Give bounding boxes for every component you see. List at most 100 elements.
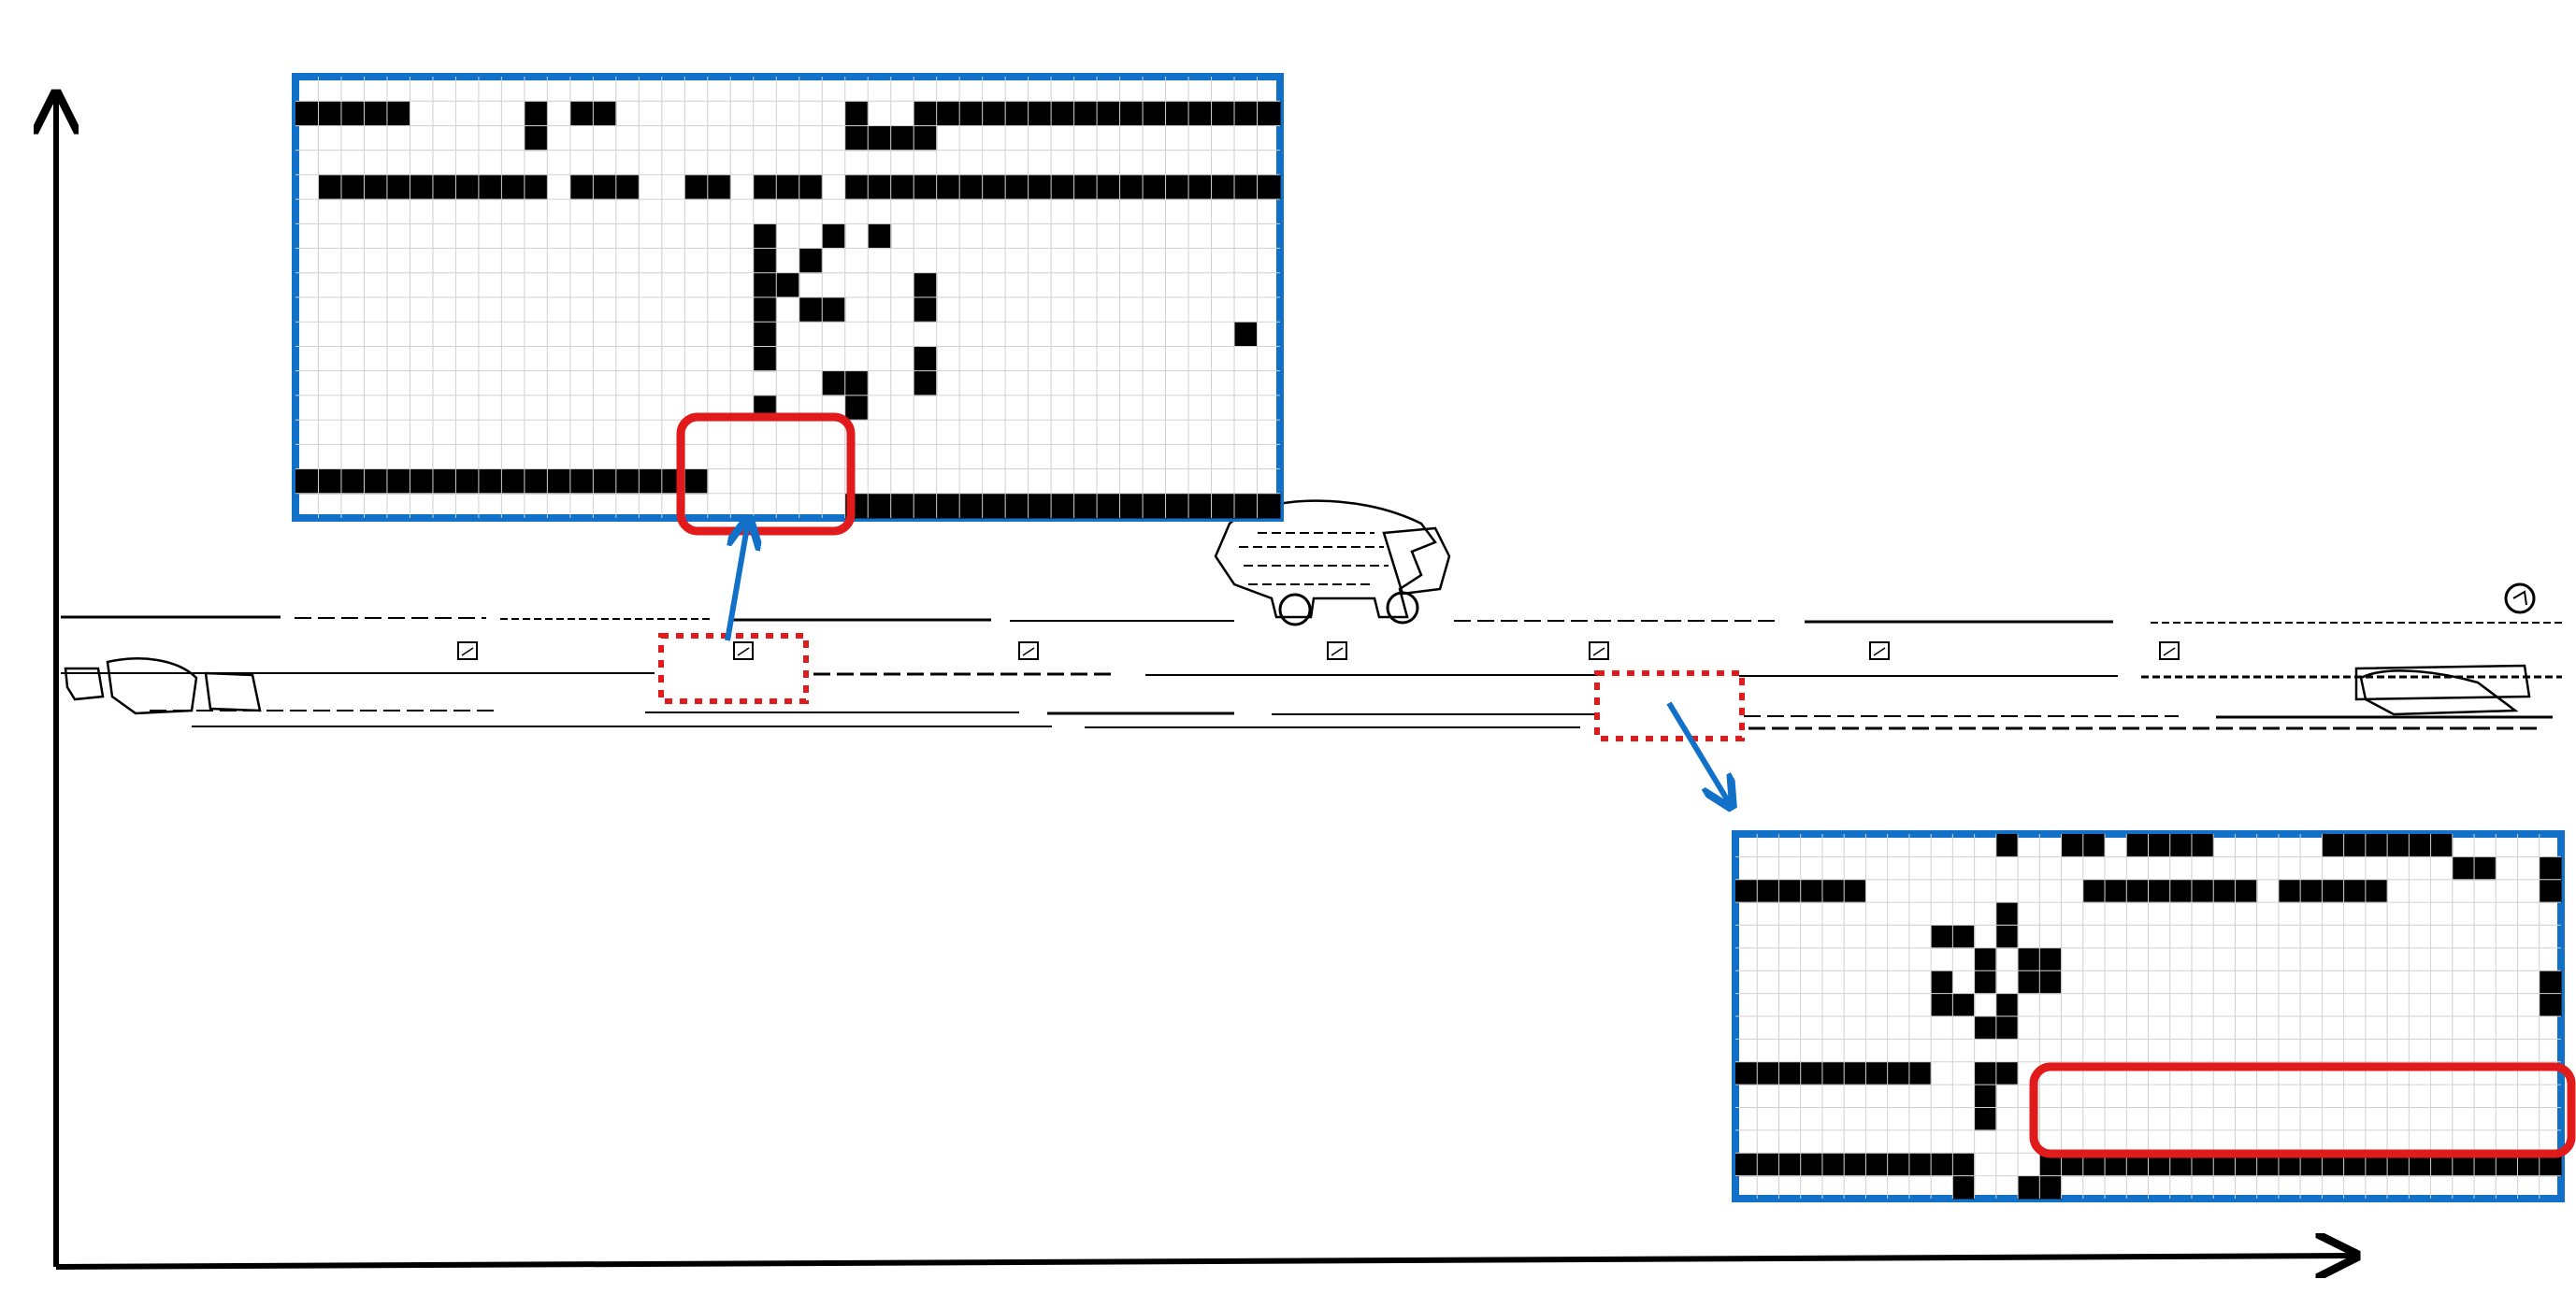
strip-circle-marker bbox=[2504, 582, 2536, 614]
strip-marker-stroke bbox=[1873, 647, 1886, 656]
pixel-cell bbox=[2126, 879, 2149, 903]
pixel-cell bbox=[753, 322, 777, 347]
pixel-cell bbox=[2539, 993, 2562, 1017]
strip-marker bbox=[1018, 641, 1039, 660]
pixel-cell bbox=[2365, 834, 2388, 857]
pixel-cell bbox=[1051, 101, 1075, 126]
pixel-cell bbox=[2191, 1153, 2214, 1177]
pixel-cell bbox=[593, 174, 617, 200]
pixel-cell bbox=[501, 174, 525, 200]
pixel-cell bbox=[1257, 101, 1281, 126]
pixel-cell bbox=[2039, 970, 2063, 995]
pixel-cell bbox=[914, 101, 938, 126]
pixel-cell bbox=[844, 101, 869, 126]
pixel-cell bbox=[1995, 1061, 2019, 1085]
pixel-cell bbox=[1257, 493, 1281, 519]
strip-marker-stroke bbox=[737, 647, 750, 656]
pixel-cell bbox=[410, 468, 434, 495]
pixel-cell bbox=[2387, 834, 2410, 857]
zoom-arrows bbox=[725, 522, 1730, 804]
pixel-cell bbox=[982, 101, 1006, 126]
pixel-cell bbox=[2517, 1153, 2540, 1177]
pixel-cell bbox=[2474, 1153, 2497, 1177]
pixel-cell bbox=[318, 174, 342, 200]
pixel-cell bbox=[890, 125, 914, 151]
pixel-cell bbox=[1844, 1153, 1866, 1177]
pixel-cell bbox=[2061, 1153, 2084, 1177]
pixel-cell bbox=[318, 101, 342, 126]
pixel-cell bbox=[868, 493, 892, 519]
pixel-cell bbox=[478, 174, 502, 200]
pixel-cell bbox=[340, 101, 365, 126]
zoom-arrow-left bbox=[725, 522, 748, 641]
pixel-cell bbox=[2082, 834, 2106, 857]
pixel-cell bbox=[1757, 879, 1779, 903]
pixel-cell bbox=[1188, 493, 1213, 519]
pixel-cell bbox=[2256, 1153, 2280, 1177]
pixel-cell bbox=[1757, 1061, 1779, 1085]
pixel-cell bbox=[524, 101, 548, 126]
pixel-cell bbox=[2191, 879, 2214, 903]
pixel-cell bbox=[1234, 493, 1259, 519]
pixel-cell bbox=[2018, 970, 2040, 995]
pixel-cell bbox=[432, 174, 456, 200]
pixel-cell bbox=[1778, 1153, 1802, 1177]
pixel-cell bbox=[1028, 493, 1052, 519]
truck-cab bbox=[1382, 526, 1451, 596]
pixel-cell bbox=[1188, 174, 1213, 200]
pixel-cell bbox=[524, 125, 548, 151]
pixel-cell bbox=[569, 468, 594, 495]
pixel-cell bbox=[386, 468, 410, 495]
pixel-cell bbox=[2539, 879, 2562, 903]
pixel-cell bbox=[547, 468, 571, 495]
pixel-cell bbox=[753, 272, 777, 298]
pixel-cell bbox=[959, 174, 984, 200]
pixel-cell bbox=[295, 468, 319, 495]
pixel-cell bbox=[2452, 856, 2475, 881]
pixel-cell bbox=[2496, 1153, 2519, 1177]
pixel-cell bbox=[936, 101, 960, 126]
pixel-cell bbox=[1097, 493, 1121, 519]
pixel-cell bbox=[959, 101, 984, 126]
pixel-cell bbox=[1887, 1153, 1910, 1177]
pixel-cell bbox=[2343, 1153, 2367, 1177]
pixel-cell bbox=[684, 468, 709, 495]
pixel-cell bbox=[844, 125, 869, 151]
pixel-cell bbox=[2322, 834, 2345, 857]
pixel-cell bbox=[1165, 101, 1189, 126]
pixel-cell bbox=[1974, 1016, 1997, 1040]
pixel-cell bbox=[1865, 1153, 1889, 1177]
pixel-cell bbox=[2148, 1153, 2171, 1177]
pixel-cell bbox=[524, 174, 548, 200]
pixel-cell bbox=[1800, 1153, 1823, 1177]
pixel-cell bbox=[295, 101, 319, 126]
pixel-cell bbox=[1119, 493, 1144, 519]
pixel-cell bbox=[1865, 1061, 1889, 1085]
pixel-cell bbox=[936, 493, 960, 519]
pixel-cell bbox=[455, 174, 480, 200]
strip-marker bbox=[1589, 641, 1609, 660]
pixel-cell bbox=[1211, 493, 1235, 519]
pixel-cell bbox=[1073, 101, 1098, 126]
pixel-cell bbox=[1143, 101, 1167, 126]
pixel-cell bbox=[1119, 174, 1144, 200]
pixel-cell bbox=[1735, 879, 1758, 903]
pixel-cell bbox=[2169, 1153, 2193, 1177]
pixel-cell bbox=[2148, 834, 2171, 857]
pixel-cell bbox=[2039, 1175, 2063, 1200]
pixel-cell bbox=[1995, 834, 2019, 857]
pixel-cell bbox=[2061, 834, 2084, 857]
pixel-cell bbox=[1800, 879, 1823, 903]
pixel-cell bbox=[1974, 1085, 1997, 1108]
pixel-cell bbox=[2169, 834, 2193, 857]
pixel-cell bbox=[844, 395, 869, 421]
pixel-cell bbox=[1952, 925, 1976, 949]
pixel-cell bbox=[1952, 1175, 1976, 1200]
pixel-cell bbox=[1073, 493, 1098, 519]
strip-marker bbox=[1327, 641, 1347, 660]
pixel-cell bbox=[1821, 1061, 1845, 1085]
strip-marker-stroke bbox=[2163, 647, 2176, 656]
pixel-cell bbox=[1995, 925, 2019, 949]
strip-marker bbox=[1869, 641, 1890, 660]
